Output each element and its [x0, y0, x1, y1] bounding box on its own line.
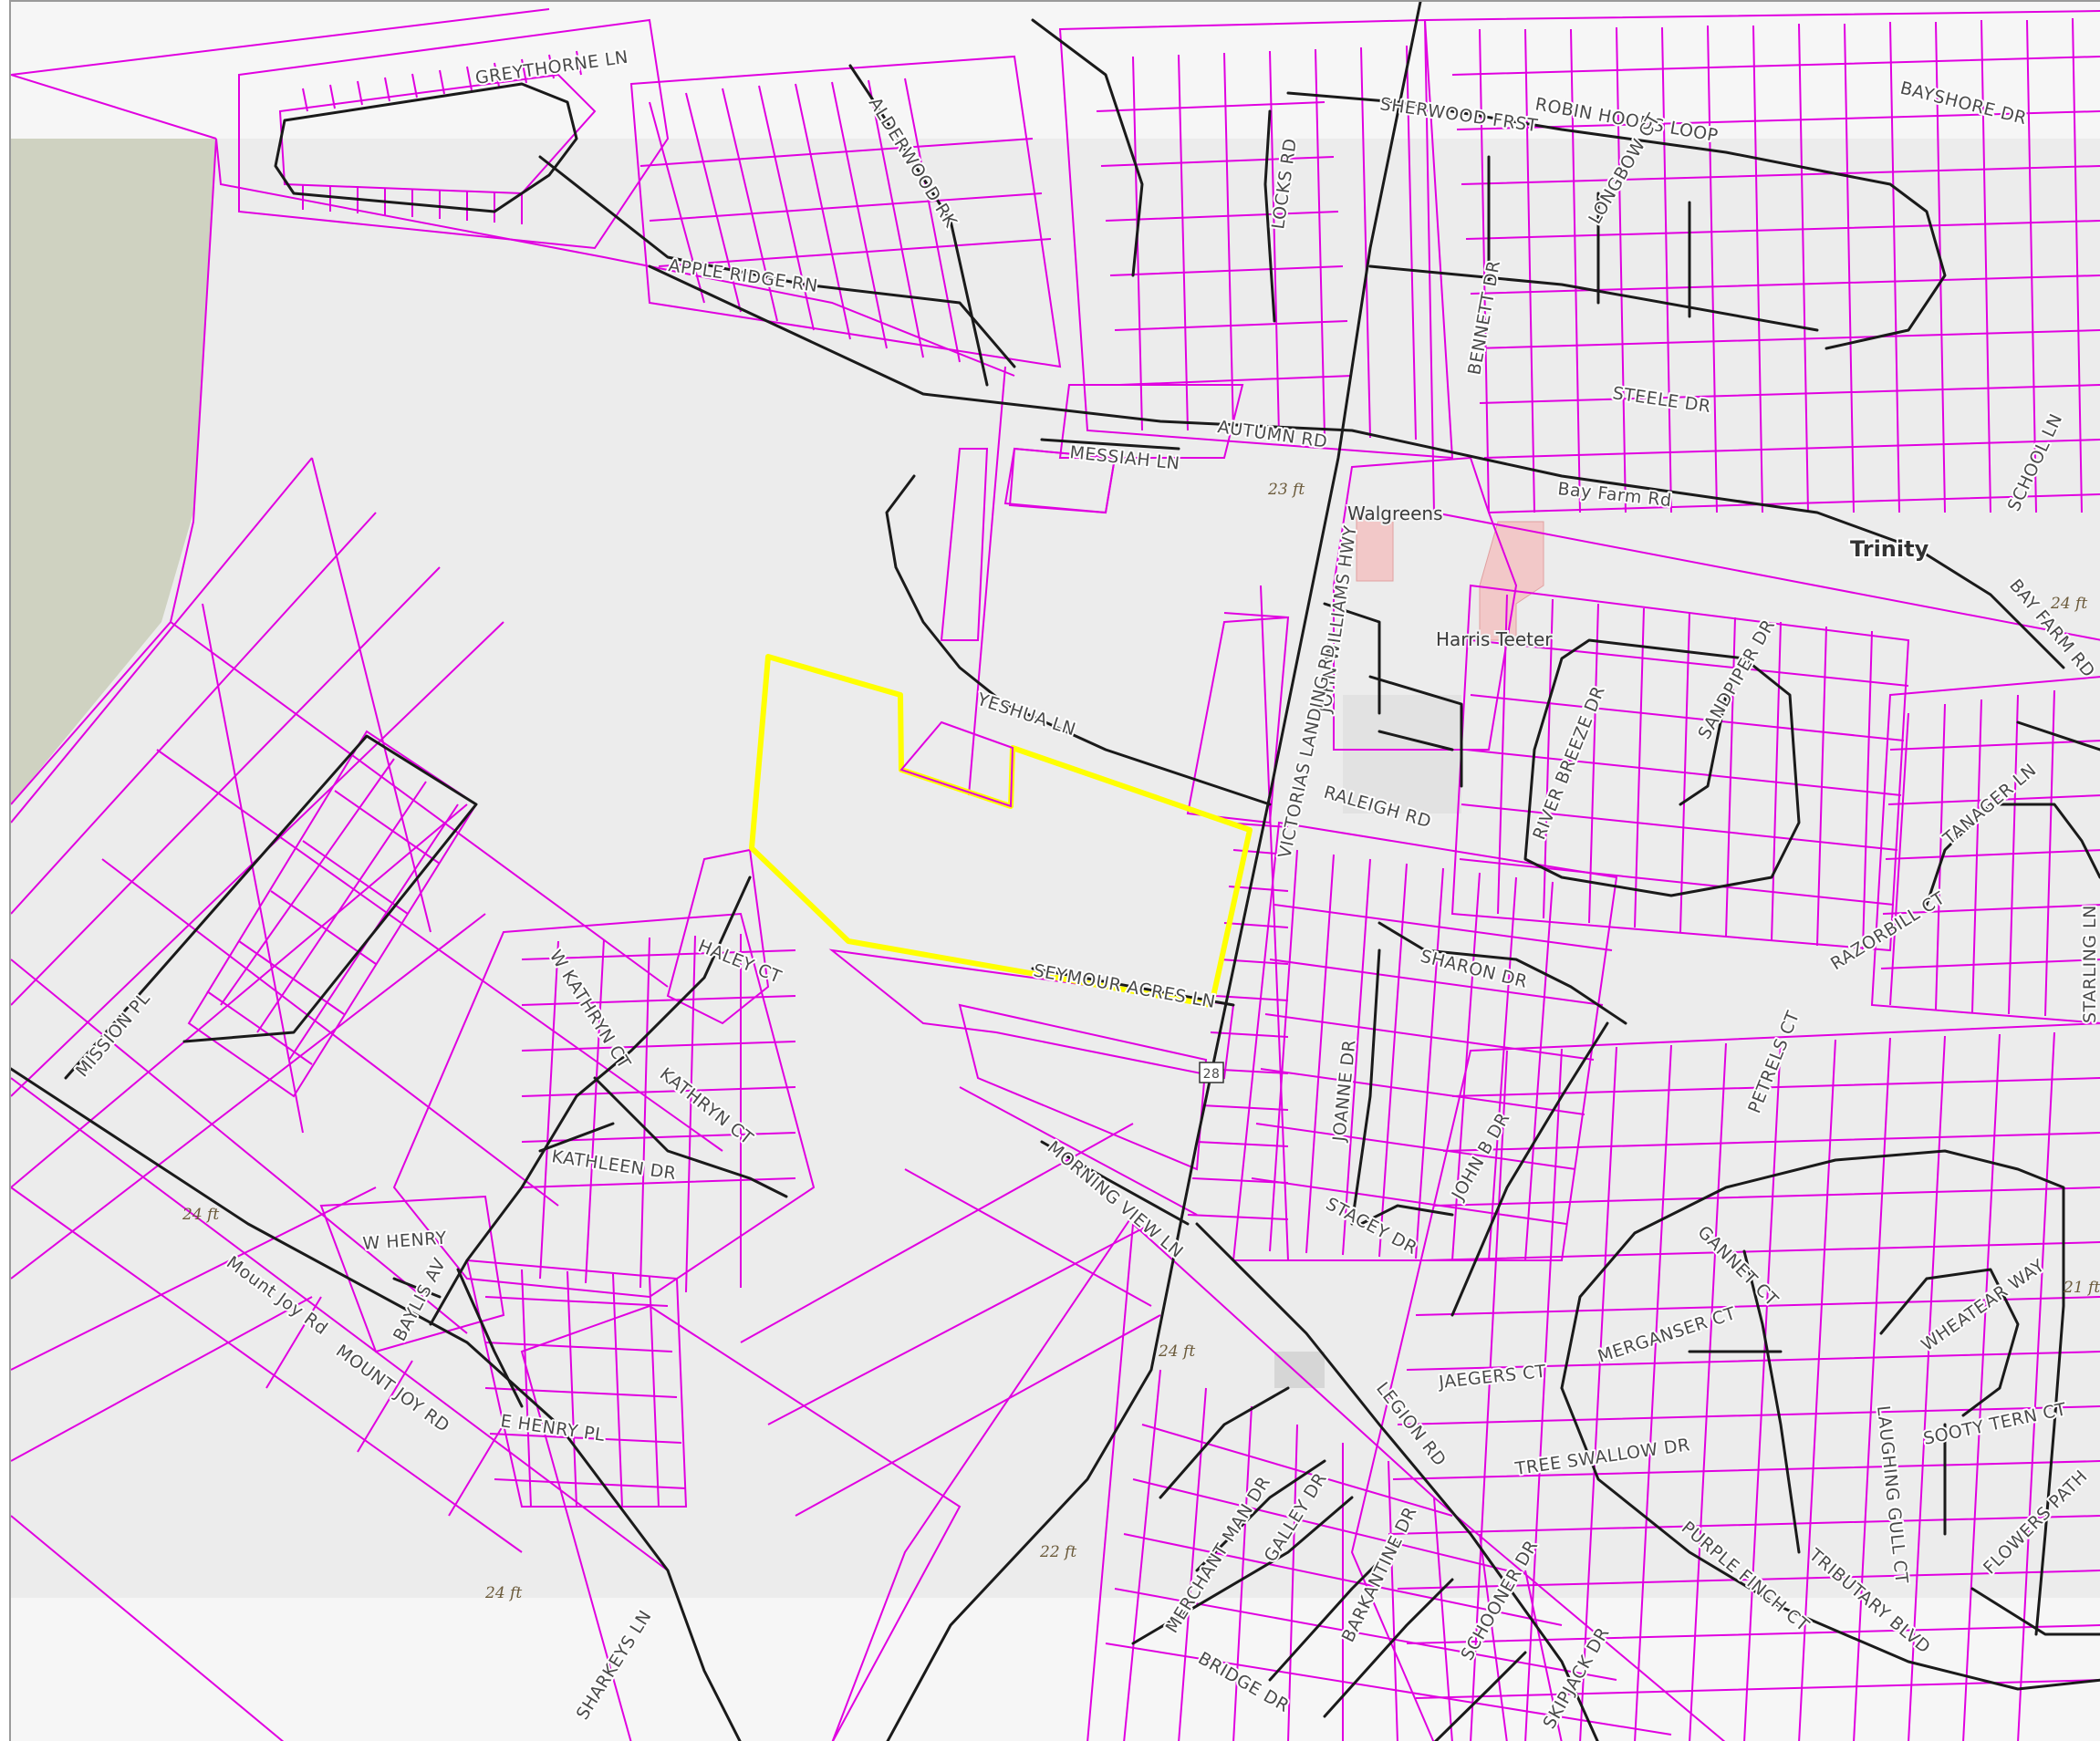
elevation-label: 21 ft — [2063, 1279, 2100, 1297]
elevation-markers: 23 ft 24 ft 24 ft 24 ft 22 ft 24 ft 21 f… — [182, 481, 2100, 1602]
route-shield-label: 28 — [1203, 1067, 1221, 1082]
building-harris-teeter — [1479, 521, 1544, 641]
road-network — [11, 2, 2100, 1741]
street-label: STARLING LN — [2080, 905, 2100, 1023]
wetland-area — [11, 139, 216, 804]
poi-harris-teeter: Harris Teeter — [1436, 628, 1553, 650]
elevation-label: 24 ft — [182, 1206, 219, 1224]
route-shield-icon — [1199, 1062, 1224, 1083]
parcel-inner — [899, 720, 1014, 808]
bottom-light-band — [11, 1598, 2100, 1741]
place-trinity: Trinity — [1850, 536, 1929, 562]
building-walgreens — [1356, 516, 1394, 582]
parcel-lines — [11, 8, 2100, 1741]
elevation-label: 22 ft — [1039, 1543, 1076, 1561]
building-commercial — [1274, 1352, 1325, 1388]
map-viewport[interactable]: 28 23 ft 24 ft 24 ft 24 ft 22 ft 24 ft 2… — [9, 0, 2100, 1741]
poi-labels: Walgreens Harris Teeter Trinity — [1346, 501, 1931, 652]
elevation-label: 24 ft — [2050, 595, 2087, 613]
street-label: W HENRY — [362, 1228, 448, 1254]
building-apartments — [1343, 695, 1461, 814]
map-canvas[interactable]: 28 23 ft 24 ft 24 ft 24 ft 22 ft 24 ft 2… — [11, 2, 2100, 1741]
map-background — [11, 2, 2100, 1741]
elevation-label: 24 ft — [484, 1584, 522, 1602]
top-light-band — [11, 2, 2100, 139]
elevation-label: 23 ft — [1267, 481, 1305, 499]
poi-walgreens: Walgreens — [1347, 503, 1443, 524]
elevation-label: 24 ft — [1158, 1342, 1195, 1361]
selected-parcel-outline[interactable] — [749, 654, 1253, 1008]
